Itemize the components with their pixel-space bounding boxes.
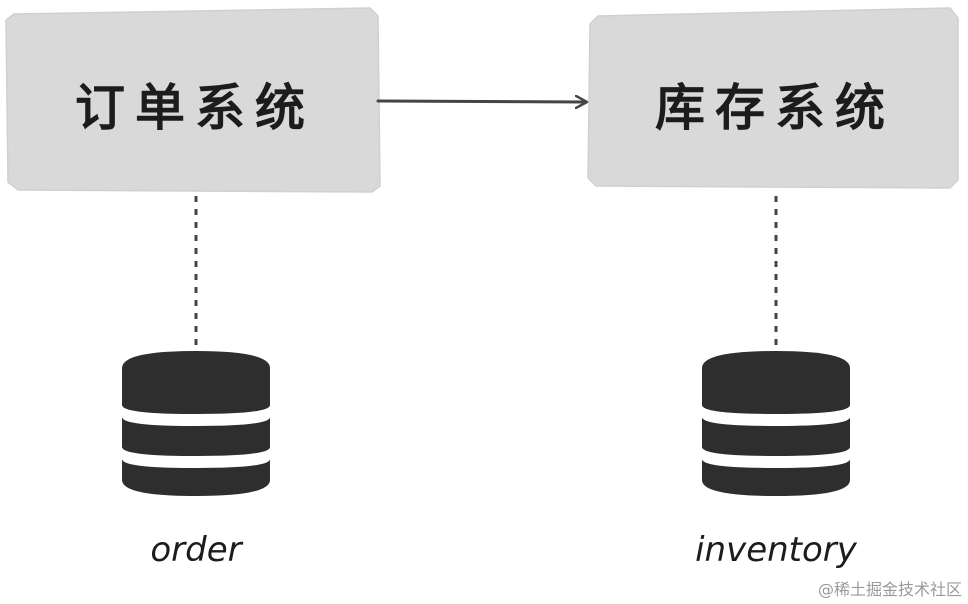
inventory-database-icon [702,351,850,496]
order-database-icon [122,351,270,496]
inventory-system-box [587,7,959,189]
inventory-system-label: 库存系统 [655,79,895,137]
order-system-label: 订单系统 [75,79,315,137]
flow-arrow [376,101,586,102]
watermark: @稀土掘金技术社区 [817,580,962,599]
order-db-label: order [150,530,242,570]
order-system-box [5,7,381,193]
inventory-db-label: inventory [695,530,857,570]
